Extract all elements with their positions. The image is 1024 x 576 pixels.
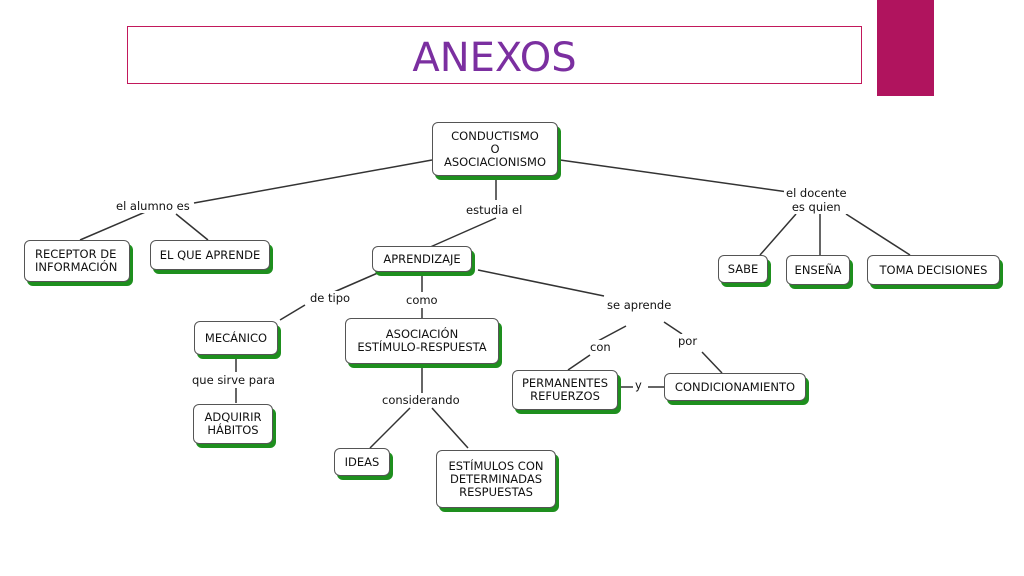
- node-toma-decisiones: TOMA DECISIONES: [867, 255, 1000, 285]
- connector-line: [567, 354, 591, 371]
- connector-line: [427, 217, 497, 249]
- node-permanentes-refuerzos: PERMANENTES REFUERZOS: [512, 370, 618, 410]
- link-label-como: como: [404, 293, 440, 307]
- connector-line: [559, 159, 789, 193]
- node-estimulos-con-determinadas-respuestas: ESTÍMULOS CON DETERMINADAS RESPUESTAS: [436, 450, 556, 508]
- link-label-con: con: [588, 340, 613, 354]
- title-box: ANEXOS: [127, 26, 862, 84]
- connector-line: [477, 269, 605, 297]
- connector-line: [79, 209, 151, 241]
- connector-line: [845, 213, 911, 256]
- link-label-se-aprende: se aprende: [605, 298, 674, 312]
- link-label-de-tipo: de tipo: [308, 291, 353, 305]
- link-label-por: por: [676, 334, 700, 348]
- connector-line: [595, 325, 627, 343]
- link-label-el-docente-es-quien: el docente es quien: [784, 186, 849, 214]
- link-label-que-sirve-para: que sirve para: [190, 373, 277, 387]
- node-el-que-aprende: EL QUE APRENDE: [150, 240, 270, 270]
- connector-line: [431, 407, 469, 449]
- link-label-el-alumno-es: el alumno es: [114, 199, 192, 213]
- connector-line: [369, 407, 411, 449]
- connector-line: [759, 213, 797, 256]
- node-mecanico: MECÁNICO: [194, 321, 278, 355]
- connector-line: [663, 321, 683, 335]
- node-ideas: IDEAS: [334, 448, 390, 476]
- node-receptor-de-informacion: RECEPTOR DE INFORMACIÓN: [24, 240, 130, 282]
- node-sabe: SABE: [718, 255, 768, 283]
- slide-title: ANEXOS: [412, 35, 577, 81]
- node-asociacion-estimulo-respuesta: ASOCIACIÓN ESTÍMULO-RESPUESTA: [345, 318, 499, 364]
- node-ensena: ENSEÑA: [786, 255, 850, 285]
- connector-line: [193, 159, 433, 204]
- link-label-estudia-el: estudia el: [464, 203, 525, 217]
- accent-tab: [877, 0, 934, 96]
- connector-line: [333, 271, 381, 293]
- link-label-y: y: [633, 378, 644, 392]
- node-adquirir-habitos: ADQUIRIR HÁBITOS: [193, 404, 273, 444]
- connector-line: [701, 351, 723, 374]
- link-label-considerando: considerando: [380, 393, 462, 407]
- connector-line: [175, 213, 209, 241]
- node-condicionamiento: CONDICIONAMIENTO: [664, 373, 806, 401]
- connector-line: [279, 304, 306, 321]
- node-aprendizaje: APRENDIZAJE: [372, 246, 472, 272]
- node-conductismo: CONDUCTISMO O ASOCIACIONISMO: [432, 122, 558, 176]
